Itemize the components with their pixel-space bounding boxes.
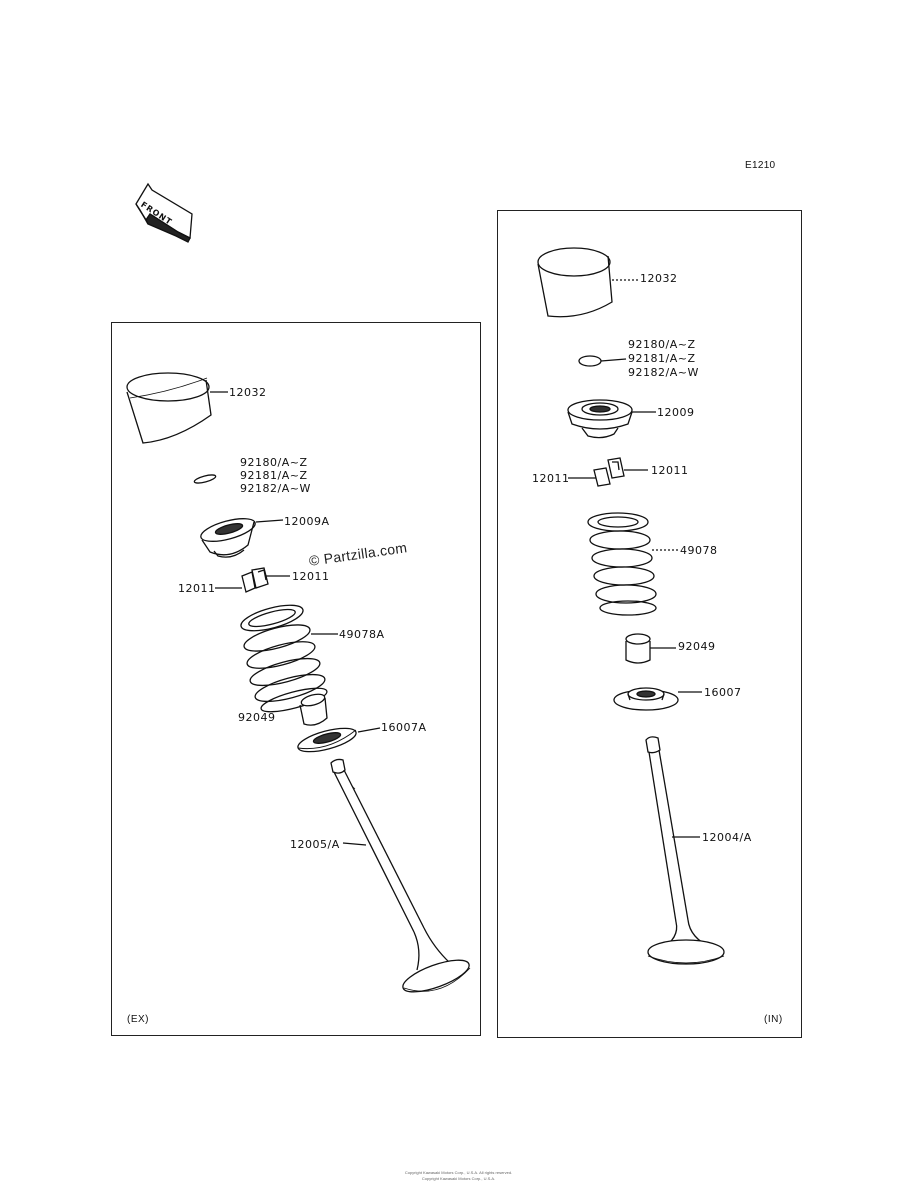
front-arrow-icon	[135, 182, 193, 243]
ex-seal	[299, 693, 328, 726]
ex-label-retainer: 12009A	[284, 515, 330, 528]
exhaust-panel	[111, 322, 481, 1036]
ex-lifter	[126, 372, 212, 444]
in-panel-tag: (IN)	[764, 1014, 783, 1025]
in-label-lifter: 12032	[640, 272, 678, 285]
in-spring	[587, 512, 657, 616]
in-label-shim2: 92181/A~Z	[628, 352, 696, 365]
in-valve	[645, 736, 725, 965]
in-seal	[625, 633, 651, 664]
ex-cotters	[241, 567, 269, 593]
ex-label-shim1: 92180/A~Z	[240, 456, 308, 469]
in-retainer	[567, 399, 633, 439]
in-label-valve: 12004/A	[702, 831, 752, 844]
ex-label-cotter-l: 12011	[178, 582, 216, 595]
in-label-shim3: 92182/A~W	[628, 366, 699, 379]
ex-valve	[330, 758, 471, 993]
ex-label-seal: 92049	[238, 711, 276, 724]
ex-label-lifter: 12032	[229, 386, 267, 399]
ex-seat	[297, 727, 357, 753]
ex-label-valve: 12005/A	[290, 838, 340, 851]
footer-line-2: Copyright Kawasaki Motors Corp., U.S.A.	[421, 1176, 496, 1181]
ex-label-shim3: 92182/A~W	[240, 482, 311, 495]
ex-label-spring: 49078A	[339, 628, 385, 641]
ex-label-cotter-r: 12011	[292, 570, 330, 583]
in-seat	[613, 687, 679, 711]
in-label-seat: 16007	[704, 686, 742, 699]
in-label-seal: 92049	[678, 640, 716, 653]
in-label-spring: 49078	[680, 544, 718, 557]
figure-code: E1210	[745, 160, 776, 171]
in-cotters	[593, 457, 625, 487]
ex-panel-tag: (EX)	[127, 1014, 149, 1025]
in-label-cotter-r: 12011	[651, 464, 689, 477]
in-lifter	[537, 247, 613, 318]
ex-leader-seat	[357, 727, 381, 733]
ex-label-shim2: 92181/A~Z	[240, 469, 308, 482]
in-label-retainer: 12009	[657, 406, 695, 419]
in-label-shim1: 92180/A~Z	[628, 338, 696, 351]
in-shim	[578, 355, 602, 367]
in-leader-shim	[600, 358, 627, 362]
ex-label-seat: 16007A	[381, 721, 427, 734]
ex-spring	[240, 604, 328, 713]
footer-line-1: Copyright Kawasaki Motors Corp., U.S.A. …	[404, 1170, 513, 1175]
ex-leader-valve	[342, 842, 367, 846]
intake-panel	[497, 210, 802, 1038]
ex-shim	[193, 474, 217, 484]
ex-leader-retainer	[255, 519, 284, 523]
ex-retainer	[200, 518, 256, 558]
in-label-cotter-l: 12011	[532, 472, 570, 485]
